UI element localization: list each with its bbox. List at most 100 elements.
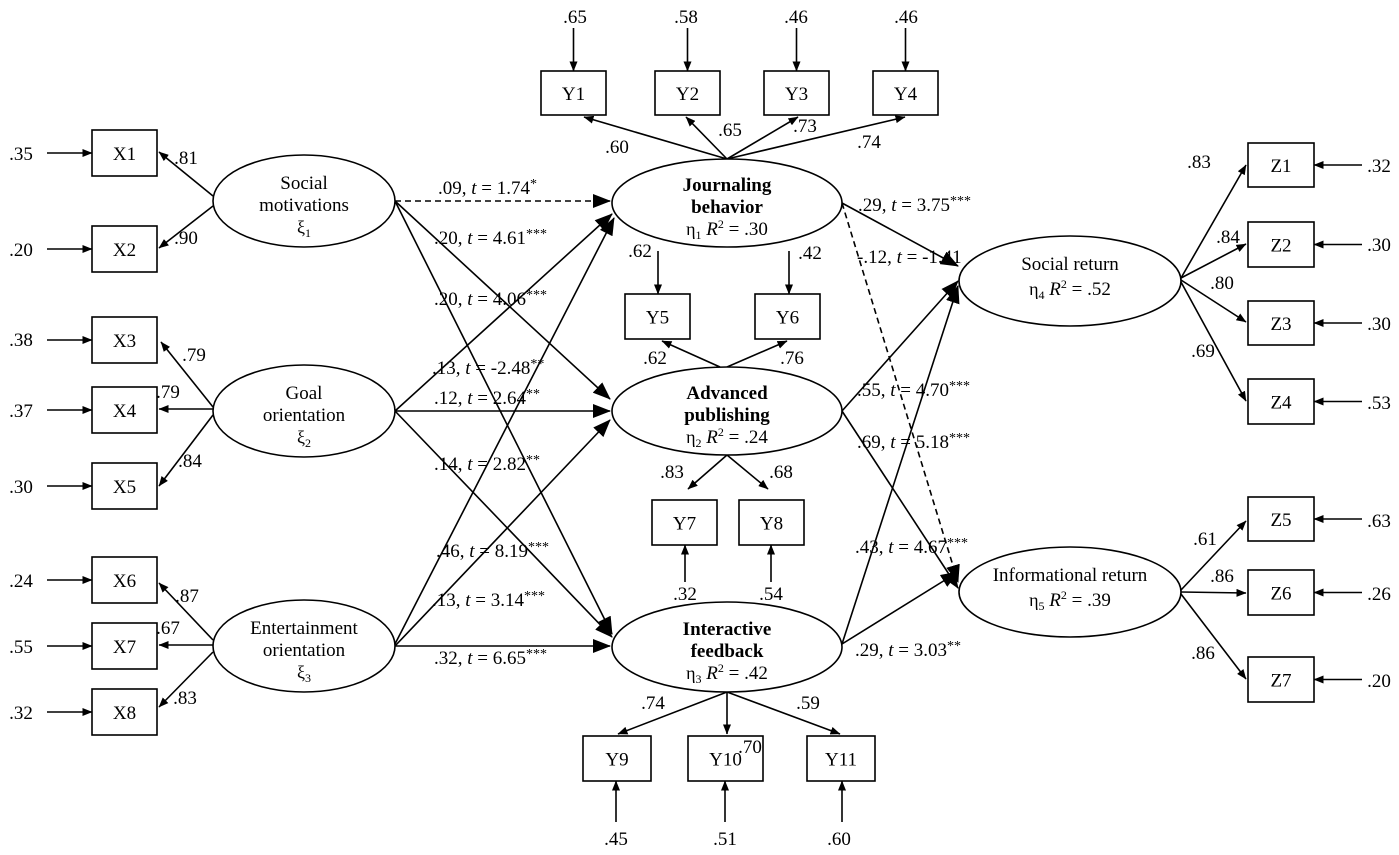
loading-arrow-z5 xyxy=(1180,520,1247,591)
latent-name-line2: publishing xyxy=(684,405,770,426)
error-value-y3: .46 xyxy=(784,7,808,28)
latent-symbol: η1 R2 = .30 xyxy=(686,217,768,242)
latent-name-line1: Entertainment xyxy=(250,618,358,639)
latent-symbol: η4 R2 = .52 xyxy=(1029,277,1111,302)
error-value-y5: .62 xyxy=(628,241,652,262)
indicator-box-y5: Y5 xyxy=(624,293,691,340)
loading-arrow-z7 xyxy=(1180,593,1247,680)
path-coef-label-11: -.12, t = -1.41 xyxy=(857,247,962,268)
indicator-box-y10: Y10 xyxy=(687,735,764,782)
indicator-label: Y6 xyxy=(776,308,799,329)
loading-value-y3: .73 xyxy=(793,116,817,137)
error-value-y10: .51 xyxy=(713,829,737,850)
loading-arrow-z6 xyxy=(1180,588,1247,597)
loading-value-z4: .69 xyxy=(1191,341,1215,362)
latent-name-line1: Goal xyxy=(286,383,323,404)
path-coef-label-1: .09, t = 1.74* xyxy=(438,177,537,199)
latent-name-line2: orientation xyxy=(263,640,346,661)
indicator-label: Z6 xyxy=(1270,584,1291,605)
path-coef-label-2: .20, t = 4.61*** xyxy=(434,227,547,249)
indicator-label: Z7 xyxy=(1270,671,1291,692)
indicator-rect xyxy=(806,735,876,782)
latent-name-line2: behavior xyxy=(691,197,763,218)
path-arrow-2 xyxy=(394,200,611,400)
indicator-rect xyxy=(1247,221,1315,268)
indicator-box-z6: Z6 xyxy=(1247,569,1315,616)
indicator-label: Z3 xyxy=(1270,314,1291,335)
indicator-box-x5: X5 xyxy=(91,462,158,510)
latent-ellipse xyxy=(212,364,396,458)
latent-ellipse xyxy=(611,601,843,693)
path-arrow-12 xyxy=(841,280,959,412)
loading-value-z6: .86 xyxy=(1210,566,1234,587)
loading-value-y6: .76 xyxy=(780,348,804,369)
indicator-rect xyxy=(91,556,158,604)
loading-arrow-x1 xyxy=(158,151,214,197)
latent-symbol: ξ3 xyxy=(297,662,311,685)
indicator-rect xyxy=(1247,142,1315,188)
indicator-box-y2: Y2 xyxy=(654,70,721,116)
latent-symbol: η2 R2 = .24 xyxy=(686,425,768,450)
loading-value-y10: .70 xyxy=(738,737,762,758)
loading-value-y5: .62 xyxy=(643,348,667,369)
loading-arrow-y4 xyxy=(726,115,906,160)
latent-symbol: η3 R2 = .42 xyxy=(686,661,768,686)
latent-name-line1: Advanced xyxy=(686,383,768,404)
loading-value-x3: .79 xyxy=(182,345,206,366)
indicator-label: Y11 xyxy=(825,750,857,771)
latent-name-line1: Social return xyxy=(1021,254,1119,275)
path-coef-label-6: .14, t = 2.82** xyxy=(434,453,540,475)
latent-symbol: ξ2 xyxy=(297,427,311,450)
path-coef-label-7: .46, t = 8.19*** xyxy=(436,540,549,562)
latent-ellipse xyxy=(212,154,396,248)
loading-arrow-z3 xyxy=(1180,279,1247,323)
indicator-label: X5 xyxy=(113,477,136,498)
indicator-box-x8: X8 xyxy=(91,688,158,736)
error-value-x1: .35 xyxy=(9,144,33,165)
error-value-y6: .42 xyxy=(798,243,822,264)
loading-arrow-y5 xyxy=(661,340,721,368)
error-value-x4: .37 xyxy=(9,401,33,422)
indicator-label: X8 xyxy=(113,703,136,724)
error-value-x5: .30 xyxy=(9,477,33,498)
indicator-rect xyxy=(624,293,691,340)
path-arrow-8 xyxy=(394,419,611,647)
indicator-label: Z4 xyxy=(1270,393,1292,414)
indicator-label: Z1 xyxy=(1270,156,1291,177)
indicator-label: Y5 xyxy=(646,308,669,329)
loading-arrow-y11 xyxy=(726,691,841,735)
path-arrow-10 xyxy=(841,202,959,267)
path-arrow-3 xyxy=(394,200,613,635)
indicator-label: Y2 xyxy=(676,84,699,105)
error-value-y9: .45 xyxy=(604,829,628,850)
indicator-box-x4: X4 xyxy=(91,386,158,434)
loading-value-z1: .83 xyxy=(1187,152,1211,173)
loading-arrow-x6 xyxy=(158,582,214,641)
loading-arrow-y8 xyxy=(726,454,769,490)
indicator-label: X4 xyxy=(113,401,137,422)
error-value-z5: .63 xyxy=(1367,511,1391,532)
latent-name-line2: feedback xyxy=(691,641,764,662)
latent-ellipse xyxy=(958,546,1182,638)
indicator-box-y1: Y1 xyxy=(540,70,607,116)
loading-value-y2: .65 xyxy=(718,120,742,141)
error-value-y8: .54 xyxy=(759,584,783,605)
indicator-rect xyxy=(91,462,158,510)
path-coef-label-12: .55, t = 4.70*** xyxy=(857,379,970,401)
latent-name-line2: motivations xyxy=(259,195,349,216)
indicator-rect xyxy=(1247,300,1315,346)
indicator-label: X3 xyxy=(113,331,136,352)
loading-arrow-y9 xyxy=(617,691,728,735)
latent-symbol: η5 R2 = .39 xyxy=(1029,588,1111,613)
loading-value-z2: .84 xyxy=(1216,227,1240,248)
indicator-box-y6: Y6 xyxy=(754,293,821,340)
error-value-z3: .30 xyxy=(1367,314,1391,335)
latent-ellipse xyxy=(611,158,843,248)
error-value-y7: .32 xyxy=(673,584,697,605)
indicator-rect xyxy=(1247,378,1315,425)
path-arrow-7 xyxy=(394,217,615,645)
loading-value-z5: .61 xyxy=(1193,529,1217,550)
